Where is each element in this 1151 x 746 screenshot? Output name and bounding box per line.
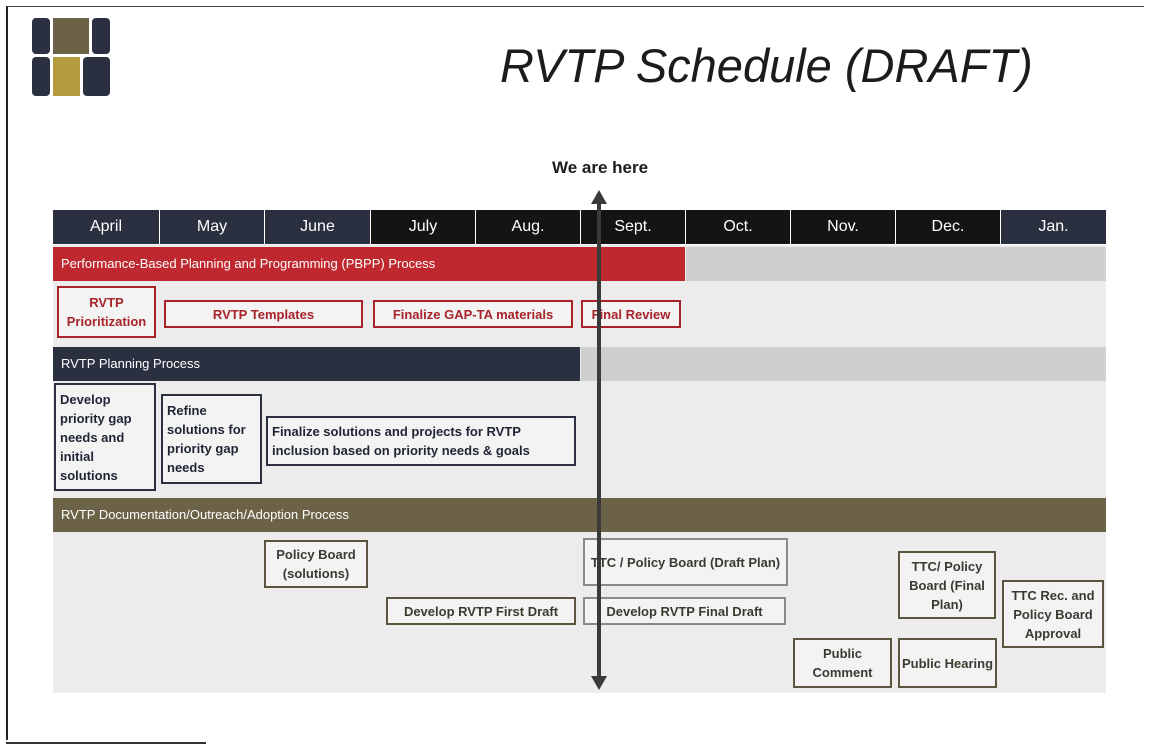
month-aug: Aug.: [476, 210, 580, 244]
arrow-up-icon: [591, 190, 607, 204]
documentation-process-band: RVTP Documentation/Outreach/Adoption Pro…: [53, 498, 1106, 532]
ttc-policy-board-draft-box: TTC / Policy Board (Draft Plan): [583, 538, 788, 586]
month-april: April: [53, 210, 159, 244]
month-nov: Nov.: [791, 210, 895, 244]
public-comment-box: Public Comment: [793, 638, 892, 688]
ttc-approval-box: TTC Rec. and Policy Board Approval: [1002, 580, 1104, 648]
month-oct: Oct.: [686, 210, 790, 244]
final-draft-box: Develop RVTP Final Draft: [583, 597, 786, 625]
first-draft-box: Develop RVTP First Draft: [386, 597, 576, 625]
month-dec: Dec.: [896, 210, 1000, 244]
finalize-gap-ta-box: Finalize GAP-TA materials: [373, 300, 573, 328]
policy-board-solutions-box: Policy Board (solutions): [264, 540, 368, 588]
month-july: July: [371, 210, 475, 244]
public-hearing-box: Public Hearing: [898, 638, 997, 688]
ttc-policy-board-final-box: TTC/ Policy Board (Final Plan): [898, 551, 996, 619]
pbpp-band-future: [686, 247, 1106, 281]
arrow-down-icon: [591, 676, 607, 690]
final-review-box: Final Review: [581, 300, 681, 328]
four-square-logo: [32, 18, 110, 96]
slide-frame: [6, 6, 1144, 740]
pbpp-process-band: Performance-Based Planning and Programmi…: [53, 247, 685, 281]
planning-process-band: RVTP Planning Process: [53, 347, 580, 381]
current-time-marker: [597, 202, 601, 680]
finalize-solutions-box: Finalize solutions and projects for RVTP…: [266, 416, 576, 466]
we-are-here-label: We are here: [551, 158, 649, 177]
month-june: June: [265, 210, 370, 244]
refine-solutions-box: Refine solutions for priority gap needs: [161, 394, 262, 484]
slide-bottom-line: [6, 742, 206, 744]
slide-title: RVTP Schedule (DRAFT): [500, 39, 1033, 92]
rvtp-prioritization-box: RVTP Prioritization: [57, 286, 156, 338]
planning-band-future: [581, 347, 1106, 381]
develop-priority-gap-box: Develop priority gap needs and initial s…: [54, 383, 156, 491]
month-may: May: [160, 210, 264, 244]
rvtp-templates-box: RVTP Templates: [164, 300, 363, 328]
month-jan: Jan.: [1001, 210, 1106, 244]
